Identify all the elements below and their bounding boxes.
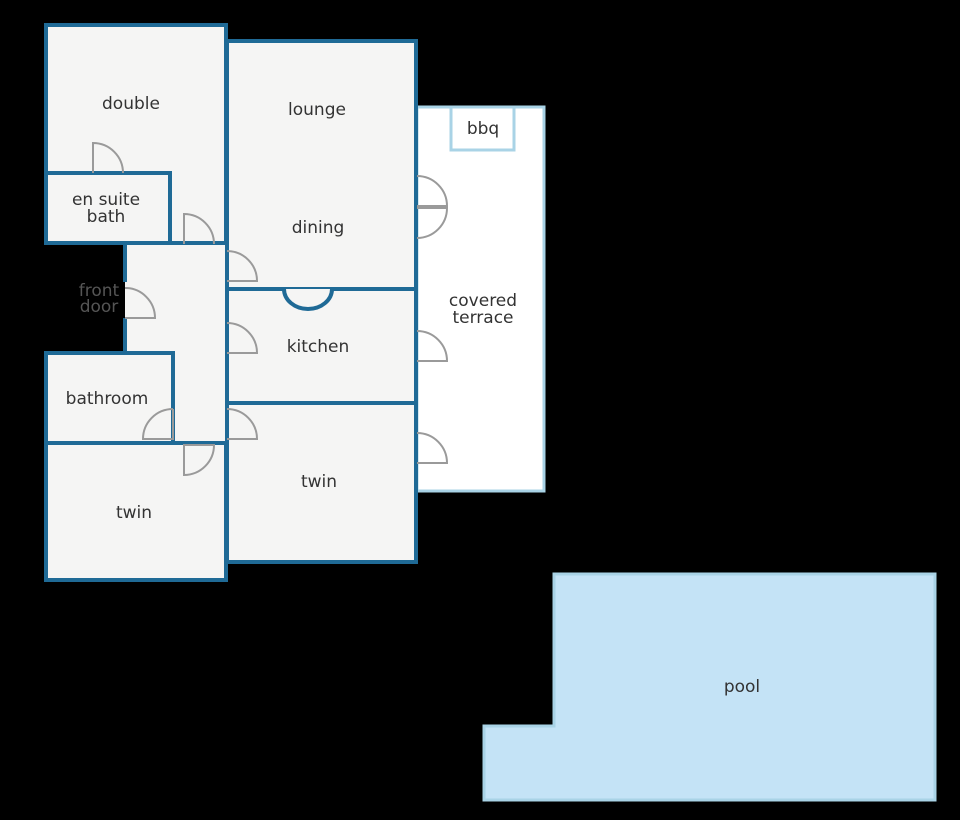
- bathroom-door: [141, 408, 174, 440]
- en-suite-door: [92, 141, 124, 174]
- label-door: door: [80, 297, 119, 317]
- label-bathroom: bathroom: [66, 389, 149, 409]
- label-lounge: lounge: [288, 100, 346, 120]
- bbq-box: [449, 105, 516, 152]
- label-en-suite-2: bath: [87, 207, 126, 227]
- lounge-hall-door: [226, 250, 259, 282]
- terrace-door-a: [416, 175, 449, 207]
- label-twin-right: twin: [301, 472, 337, 492]
- label-kitchen: kitchen: [287, 337, 350, 357]
- covered-terrace-area: [415, 105, 546, 493]
- double-bedroom-door: [183, 212, 215, 245]
- label-en-suite-1: en suite: [72, 190, 140, 210]
- doors: [92, 141, 449, 477]
- twin-left-door: [183, 444, 216, 477]
- front-door-swing: [124, 287, 157, 319]
- label-bbq: bbq: [467, 119, 499, 139]
- twin-right-door: [226, 408, 259, 440]
- kitchen-hall-door: [226, 322, 259, 354]
- terrace-door-b: [416, 207, 449, 239]
- label-dining: dining: [292, 218, 345, 238]
- twin-bedroom-right: [225, 401, 418, 564]
- label-covered: covered: [449, 291, 517, 311]
- label-terrace: terrace: [452, 308, 513, 328]
- kitchen-terrace-door: [416, 330, 449, 362]
- lounge-dining-room: [225, 39, 418, 291]
- label-front: front: [79, 281, 120, 301]
- pool-area: [482, 572, 937, 802]
- label-double: double: [102, 94, 160, 114]
- label-pool: pool: [724, 677, 760, 697]
- label-twin-left: twin: [116, 503, 152, 523]
- en-suite-bath-room: [44, 171, 172, 245]
- twin-terrace-door: [416, 432, 449, 464]
- dining-kitchen-arch: [282, 288, 334, 311]
